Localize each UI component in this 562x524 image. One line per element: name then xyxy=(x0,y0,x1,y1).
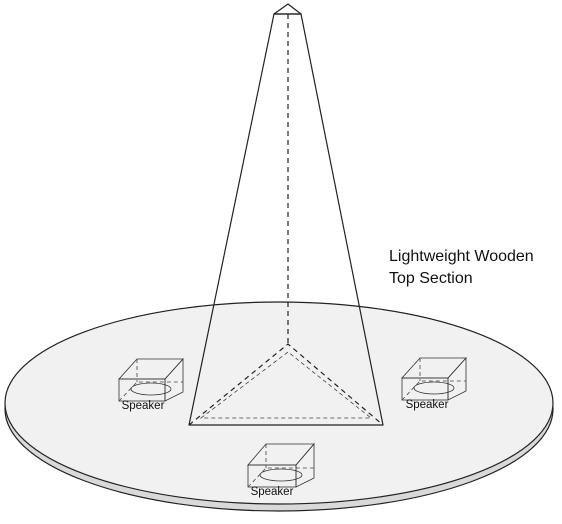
speaker-box-left xyxy=(118,357,184,402)
top-section-label-line1: Lightweight Wooden xyxy=(389,248,534,265)
speaker-box-front xyxy=(247,442,315,488)
speaker-label-left: Speaker xyxy=(121,400,165,412)
speaker-label-front: Speaker xyxy=(250,486,294,498)
top-section-label: Lightweight Wooden Top Section xyxy=(389,246,534,290)
pyramid-cap xyxy=(273,3,302,15)
wooden-top-section xyxy=(188,3,384,426)
base-disc xyxy=(4,301,554,512)
speaker-label-right: Speaker xyxy=(405,399,449,411)
hidden-base-inner xyxy=(199,351,373,419)
hidden-base-outer xyxy=(188,343,384,426)
top-section-label-line2: Top Section xyxy=(389,270,473,287)
speaker-box-right xyxy=(401,356,467,401)
